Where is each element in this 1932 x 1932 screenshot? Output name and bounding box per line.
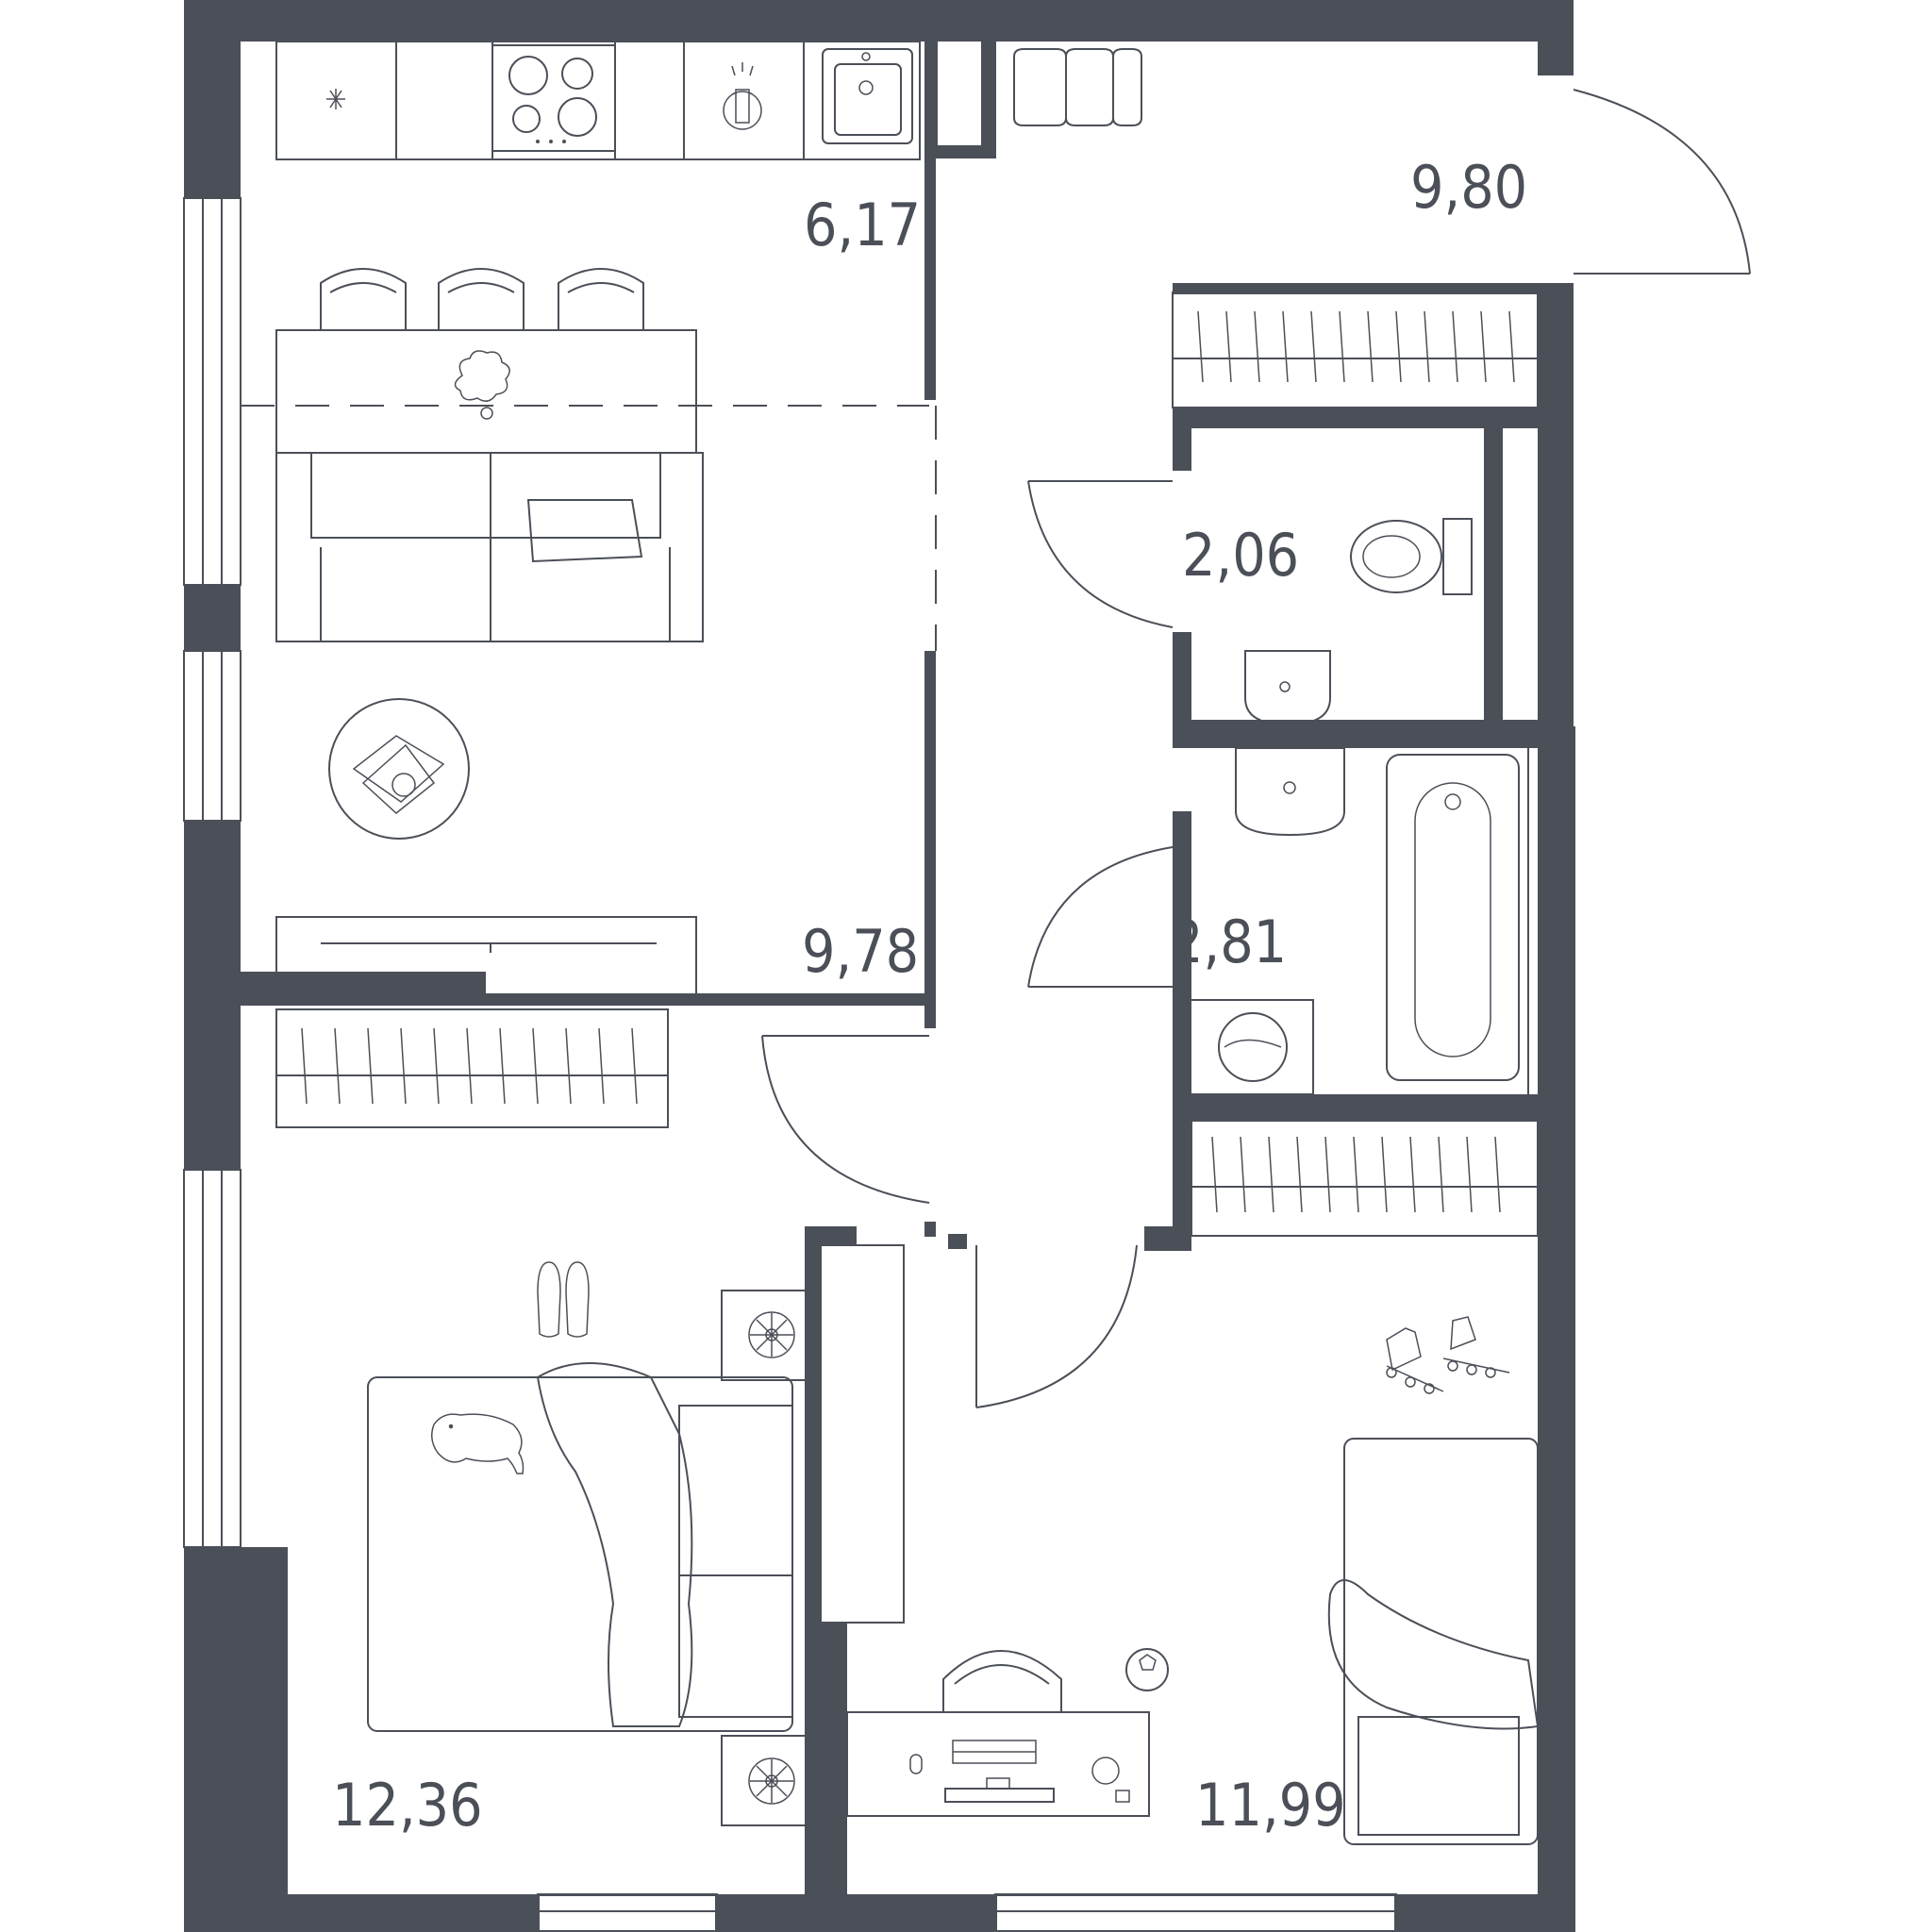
cat-icon [431,1413,525,1474]
area-labels: 6,17 9,80 2,06 2,81 9,78 12,36 11,99 [332,153,1527,1840]
hob-icon [491,44,616,152]
bench-icon [1013,48,1142,126]
snowflake-icon [326,89,345,109]
tv-stand-icon [275,916,697,995]
sink-icon [822,48,913,144]
fan-icon [748,1757,795,1805]
kids-room-area: 11,99 [1195,1771,1346,1840]
table-icon [275,329,697,454]
houseplant-icon [454,350,510,420]
bedroom-area: 12,36 [332,1771,483,1840]
living-room-area: 9,78 [802,917,919,986]
nightstand-icon [721,1290,808,1826]
keyboard-icon [952,1740,1037,1764]
football-icon [1125,1648,1169,1691]
sink-icon [1244,650,1331,726]
wardrobe-icon [818,1244,905,1624]
washing-machine-icon [1190,999,1314,1095]
wardrobe-icon [1191,1120,1539,1237]
bed-icon [367,1362,793,1732]
chair-icon [942,1650,1062,1712]
sofa-icon [275,452,704,642]
wardrobe-icon [1172,291,1539,408]
wardrobe-icon [275,1008,669,1128]
toilet-icon [1350,518,1473,595]
toilet-area: 2,06 [1182,521,1299,590]
hallway-area: 9,80 [1410,153,1527,222]
kitchen-area: 6,17 [804,191,921,259]
slippers-icon [537,1261,590,1338]
roller-skates-icon [1386,1316,1510,1394]
fan-icon [748,1311,795,1358]
chair-icon [320,268,644,330]
bed-icon [1327,1438,1540,1845]
windows [183,197,1397,1932]
doors [241,89,1751,1408]
entrance-door [1573,89,1751,275]
coffee-table-icon [328,698,470,840]
bathtub-icon [1386,748,1529,1094]
sink-icon [1235,747,1345,837]
bathroom-area: 2,81 [1170,908,1287,976]
tap-icon [723,62,762,130]
walls [184,0,1575,1932]
desk-icon [846,1711,1150,1817]
